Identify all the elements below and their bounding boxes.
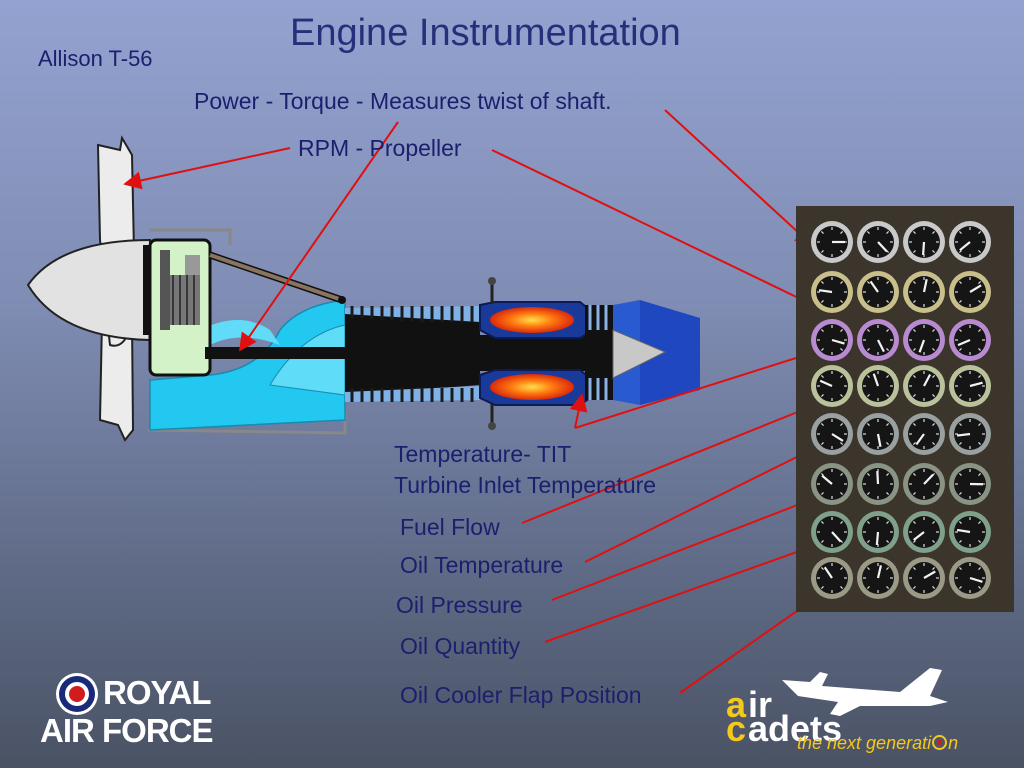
- arrow-oil-temp-gauge: [584, 447, 817, 563]
- engine-gauge: [811, 463, 853, 505]
- label-oil-cooler-flap: Oil Cooler Flap Position: [400, 682, 642, 708]
- arrow-tit-gauge: [574, 348, 817, 429]
- engine-gauge: [949, 413, 991, 455]
- cadets-logo-adets: adets: [748, 708, 843, 749]
- exhaust-cone: [612, 329, 667, 379]
- engine-gauge: [811, 365, 853, 407]
- engine-gauge: [857, 557, 899, 599]
- engine-gauge: [903, 319, 945, 361]
- engine-gauge: [811, 271, 853, 313]
- arrow-fuel-flow-gauge: [521, 402, 817, 524]
- engine-gauge: [903, 511, 945, 553]
- page-title: Engine Instrumentation: [290, 12, 681, 54]
- casing-outline: [150, 228, 232, 245]
- engine-gauge: [811, 221, 853, 263]
- raf-logo-line1: ROYAL: [103, 674, 211, 711]
- cadets-logo-c: c: [726, 708, 747, 749]
- arrow-rpm-gauge: [491, 149, 817, 308]
- engine-gauge: [949, 271, 991, 313]
- engine-gauge: [857, 511, 899, 553]
- label-temperature-tit: Temperature- TIT: [394, 441, 572, 467]
- engine-gauge: [857, 365, 899, 407]
- engine-gauge: [811, 413, 853, 455]
- engine-gauge: [903, 557, 945, 599]
- arrow-power-gauge: [664, 109, 814, 247]
- label-fuel-flow: Fuel Flow: [400, 514, 500, 540]
- engine-gauge: [857, 319, 899, 361]
- engine-gauge: [903, 271, 945, 313]
- engine-gauge: [903, 365, 945, 407]
- engine-gauge: [949, 221, 991, 263]
- arrow-rpm-propeller: [123, 147, 291, 190]
- arrow-torque-shaft: [238, 121, 399, 352]
- label-oil-pressure: Oil Pressure: [396, 592, 523, 618]
- label-turbine-inlet-temp: Turbine Inlet Temperature: [394, 472, 657, 498]
- engine-gauge: [903, 221, 945, 263]
- gauge-array: [811, 221, 991, 599]
- label-rpm-propeller: RPM - Propeller: [298, 135, 462, 161]
- engine-gauge: [857, 463, 899, 505]
- engine-gauge: [949, 365, 991, 407]
- arrow-oil-quantity-gauge: [544, 539, 824, 643]
- cadets-logo-a: a: [726, 684, 747, 725]
- engine-gauge: [811, 511, 853, 553]
- engine-gauge: [949, 319, 991, 361]
- engine-gauge: [903, 413, 945, 455]
- engine-gauge: [903, 463, 945, 505]
- torque-strut: [209, 253, 343, 302]
- aircraft-silhouette-icon: [782, 668, 948, 716]
- engine-gauge: [949, 557, 991, 599]
- compressor-rotor: [345, 310, 480, 395]
- label-oil-temperature: Oil Temperature: [400, 552, 564, 578]
- engine-gauge: [949, 463, 991, 505]
- raf-logo-line2: AIR FORCE: [40, 712, 213, 749]
- arrow-oil-pressure-gauge: [551, 494, 820, 601]
- label-power-torque: Power - Torque - Measures twist of shaft…: [194, 88, 612, 114]
- engine-gauge: [811, 557, 853, 599]
- roundel-o-icon: [932, 735, 948, 750]
- engine-gauge: [949, 511, 991, 553]
- raf-roundel-icon: [56, 673, 98, 715]
- engine-model: Allison T-56: [38, 46, 153, 71]
- cadets-logo-ir: ir: [748, 684, 773, 725]
- label-oil-quantity: Oil Quantity: [400, 633, 521, 659]
- instrument-panel: [796, 206, 1014, 612]
- engine-gauge: [857, 221, 899, 263]
- engine-gauge: [857, 413, 899, 455]
- engine-gauge: [857, 271, 899, 313]
- propeller-spinner: [26, 238, 151, 342]
- arrow-tit-turbine: [569, 393, 588, 429]
- engine-gauge: [811, 319, 853, 361]
